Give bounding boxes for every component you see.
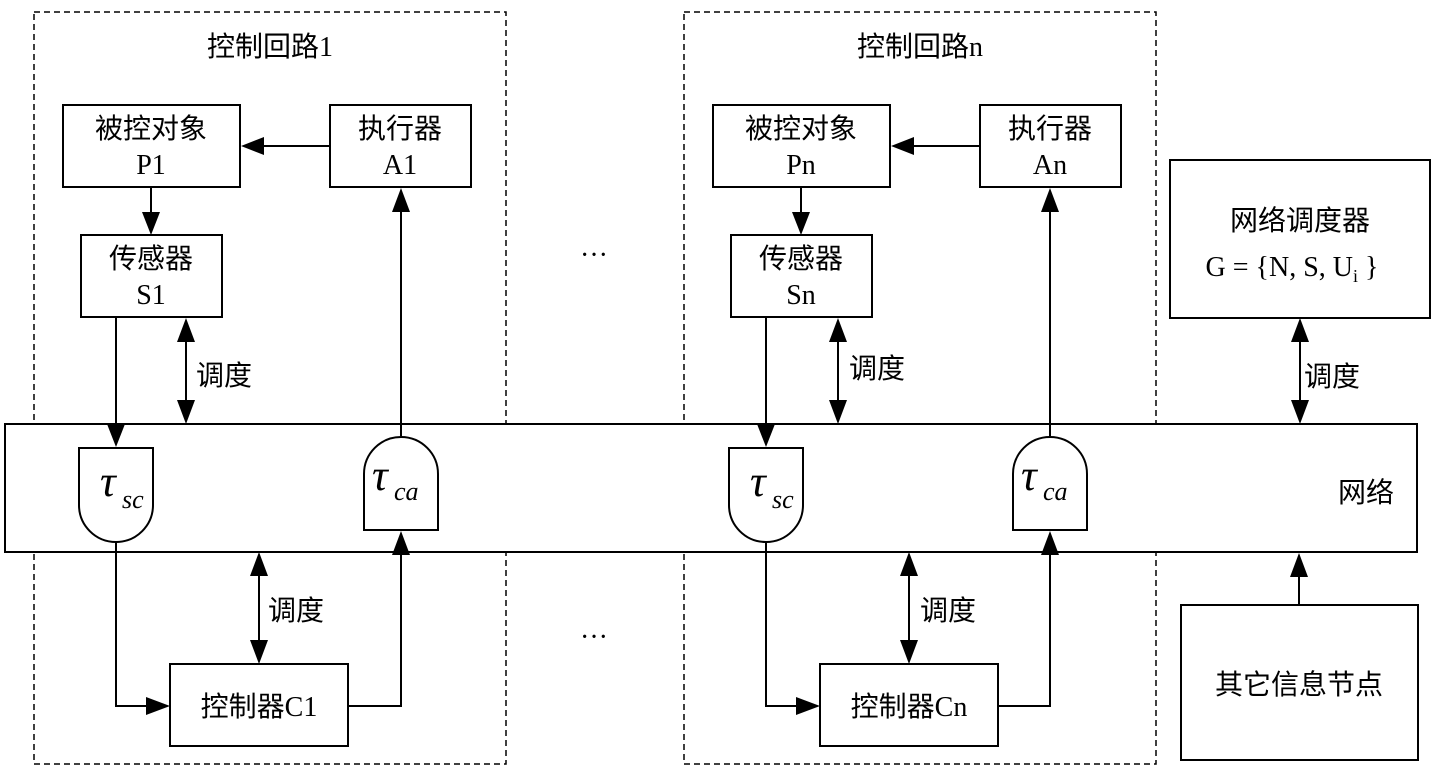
tau-ca-symbol-n: τ [1021,451,1039,500]
plant-pn-name: 被控对象 [745,113,857,145]
tau-sc-subscript-1: sc [122,485,144,514]
plant-p1-name: 被控对象 [95,113,207,145]
arrow-other-to-network-head [1290,553,1308,577]
plant-p1-id: P1 [136,150,166,181]
ellipsis-top: ··· [580,240,608,271]
tau-sc-symbol-n: τ [750,457,768,506]
tau-sc-symbol-1: τ [100,457,118,506]
tau-ca-subscript-n: ca [1043,477,1068,506]
arrow-tausc-to-cn-line [766,542,798,706]
sensor-s1-name: 传感器 [109,243,193,275]
schedule-label-s1: 调度 [196,360,252,392]
arrow-tauca-to-an-head [1041,188,1059,212]
schedule-arrow-cn-head-up [900,552,918,576]
network-band [5,424,1417,552]
schedule-arrow-s1-head-up [177,318,195,342]
formula-suffix: } [1358,252,1378,283]
sensor-s1-id: S1 [136,280,166,311]
schedule-arrow-scheduler-head-down [1291,400,1309,424]
tau-ca-symbol-1: τ [372,451,390,500]
arrow-pn-to-sn-head [792,212,810,235]
ellipsis-bottom: ··· [580,622,608,653]
schedule-arrow-s1-head-down [177,400,195,424]
controller-c1-label: 控制器C1 [201,691,318,723]
schedule-label-c1: 调度 [268,595,324,627]
control-loop-n-title: 控制回路n [857,31,983,63]
schedule-label-cn: 调度 [920,595,976,627]
schedule-label-sn: 调度 [849,353,905,385]
arrow-cn-to-tauca-line [998,554,1050,706]
actuator-a1-name: 执行器 [358,113,442,145]
arrow-an-to-pn-head [891,137,914,155]
arrow-a1-to-p1-head [241,137,264,155]
actuator-an-name: 执行器 [1008,113,1092,145]
network-scheduler-box [1170,160,1430,318]
control-loop-1-title: 控制回路1 [207,31,333,63]
sensor-sn-id: Sn [786,280,816,311]
schedule-arrow-c1-head-down [250,640,268,664]
arrow-tauca-to-a1-head [392,188,410,212]
schedule-arrow-cn-head-down [900,640,918,664]
arrow-c1-to-tauca-line [348,554,401,706]
other-nodes-label: 其它信息节点 [1215,669,1383,701]
schedule-arrow-sn-head-down [829,400,847,424]
tau-ca-subscript-1: ca [394,477,419,506]
arrow-tausc-to-c1-head [146,697,170,715]
schedule-arrow-scheduler-head-up [1291,318,1309,342]
actuator-a1-id: A1 [383,150,417,181]
network-scheduler-name: 网络调度器 [1230,205,1370,237]
plant-pn-id: Pn [786,150,816,181]
sensor-sn-name: 传感器 [759,243,843,275]
network-label: 网络 [1338,477,1394,509]
arrow-tausc-to-cn-head [796,697,820,715]
arrow-tausc-to-c1-line [116,542,148,706]
formula-prefix: G = {N, S, U [1206,252,1353,283]
schedule-label-scheduler: 调度 [1304,361,1360,393]
arrow-p1-to-s1-head [142,212,160,235]
network-scheduler-formula: G = {N, S, Ui } [1206,252,1379,286]
schedule-arrow-sn-head-up [829,318,847,342]
schedule-arrow-c1-head-up [250,552,268,576]
controller-cn-label: 控制器Cn [851,691,968,723]
actuator-an-id: An [1033,150,1067,181]
tau-sc-subscript-n: sc [772,485,794,514]
